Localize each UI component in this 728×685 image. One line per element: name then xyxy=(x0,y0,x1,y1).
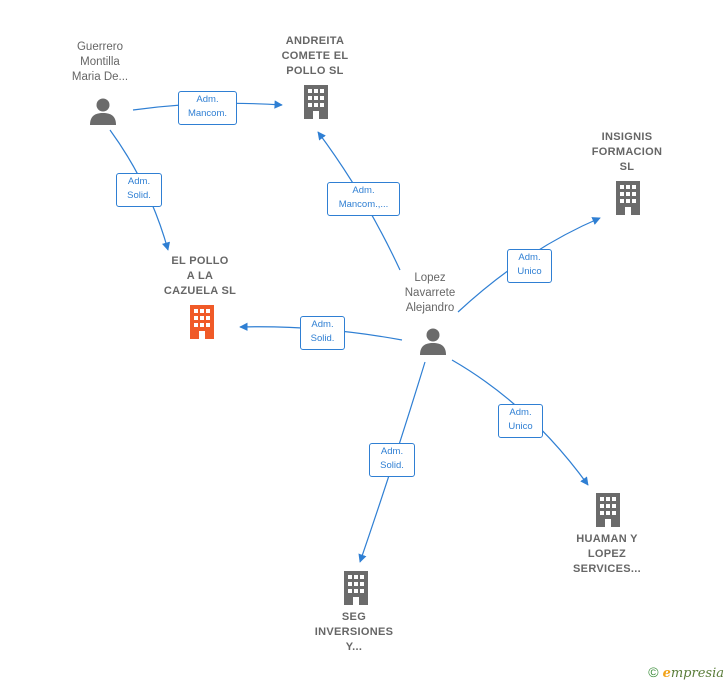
building-icon[interactable] xyxy=(614,181,642,215)
company-label-el-pollo[interactable]: EL POLLO A LA CAZUELA SL xyxy=(163,255,237,297)
person-label-guerrero[interactable]: Guerrero Montilla Maria De... xyxy=(71,41,129,83)
edge-label-lopez-elpollo: Adm. Solid. xyxy=(300,316,345,350)
edge-label-lopez-huaman: Adm. Unico xyxy=(498,404,543,438)
brand-e: e xyxy=(662,666,671,681)
edge-label-guerrero-elpollo: Adm. Solid. xyxy=(116,173,162,207)
building-icon[interactable] xyxy=(342,571,370,605)
company-label-insignis[interactable]: INSIGNIS FORMACION SL xyxy=(591,131,663,173)
person-icon[interactable] xyxy=(88,96,118,126)
company-label-huaman[interactable]: HUAMAN Y LOPEZ SERVICES... xyxy=(573,533,641,575)
edge-label-lopez-insignis: Adm. Unico xyxy=(507,249,552,283)
empresia-logo[interactable]: ©empresia xyxy=(648,664,724,681)
edge-label-lopez-andreita: Adm. Mancom.,... xyxy=(327,182,400,216)
copyright-symbol: © xyxy=(648,664,659,680)
company-label-andreita[interactable]: ANDREITA COMETE EL POLLO SL xyxy=(281,35,349,77)
edge-label-lopez-seg: Adm. Solid. xyxy=(369,443,415,477)
person-label-lopez[interactable]: Lopez Navarrete Alejandro xyxy=(404,272,456,314)
building-icon-focus[interactable] xyxy=(188,305,216,339)
company-label-seg[interactable]: SEG INVERSIONES Y... xyxy=(314,611,394,653)
person-icon[interactable] xyxy=(418,326,448,356)
building-icon[interactable] xyxy=(302,85,330,119)
building-icon[interactable] xyxy=(594,493,622,527)
edge-label-guerrero-andreita: Adm. Mancom. xyxy=(178,91,237,125)
brand-name: mpresia xyxy=(670,666,724,681)
